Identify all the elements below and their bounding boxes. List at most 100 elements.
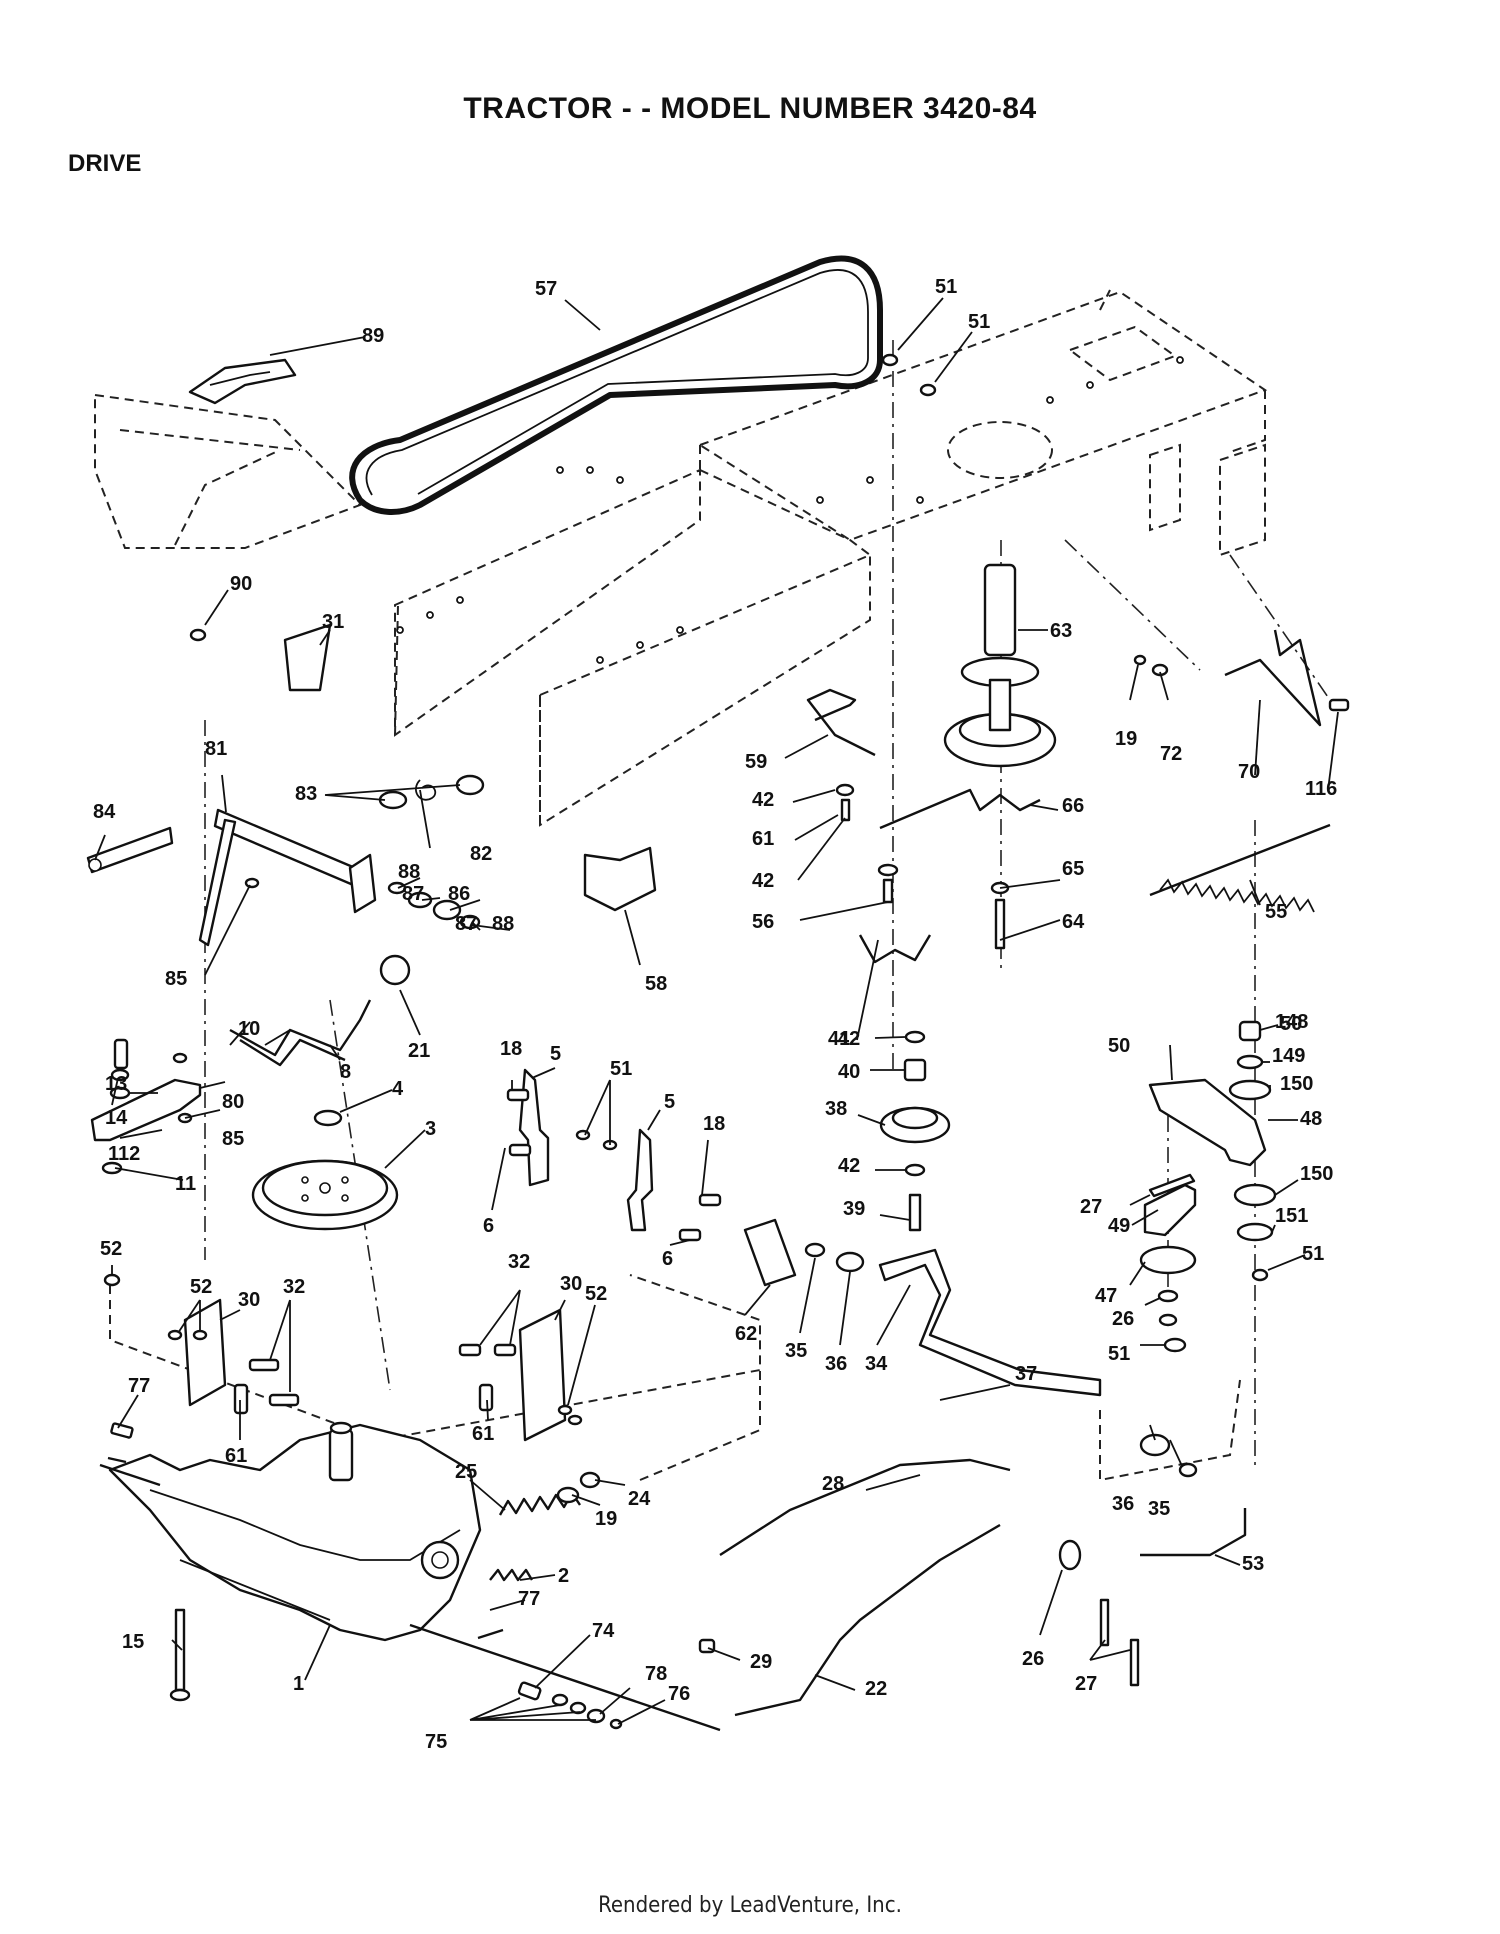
mount-plate-right [518, 1308, 567, 1442]
callout-19: 19 [595, 1508, 617, 1530]
callout-87: 87 [402, 883, 424, 905]
callout-36: 36 [825, 1353, 847, 1375]
callout-49: 49 [1108, 1215, 1130, 1237]
shift-lever [229, 954, 411, 1067]
callout-57: 57 [535, 278, 557, 300]
callout-88: 88 [492, 913, 514, 935]
transaxle [99, 1421, 721, 1732]
callout-87: 87 [455, 913, 477, 935]
callout-35: 35 [1148, 1498, 1170, 1520]
pedal-shaft-assembly [86, 808, 377, 947]
callout-55: 55 [1265, 901, 1287, 923]
callout-11: 11 [175, 1173, 196, 1195]
callout-51: 51 [1302, 1243, 1324, 1265]
cross-shaft [743, 1218, 1102, 1397]
callout-66: 66 [1062, 795, 1084, 817]
callout-10: 10 [238, 1018, 260, 1040]
callout-61: 61 [752, 828, 774, 850]
callout-42: 42 [752, 789, 774, 811]
callout-34: 34 [865, 1353, 888, 1375]
callout-26: 26 [1112, 1308, 1134, 1330]
callout-22: 22 [865, 1678, 887, 1700]
callout-80: 80 [222, 1091, 244, 1113]
callout-64: 64 [1062, 911, 1085, 933]
callout-86: 86 [448, 883, 470, 905]
callout-65: 65 [1062, 858, 1084, 880]
page-title: TRACTOR - - MODEL NUMBER 3420-84 [463, 92, 1037, 125]
callout-leader-lines [94, 297, 1339, 1725]
callout-63: 63 [1050, 620, 1072, 642]
callout-150: 150 [1300, 1163, 1333, 1185]
pedal-bracket [90, 1078, 202, 1142]
callout-5: 5 [664, 1091, 675, 1113]
callout-70: 70 [1238, 761, 1260, 783]
callout-41: 41 [828, 1028, 850, 1050]
washers-spring [378, 774, 485, 810]
callout-78: 78 [645, 1663, 667, 1685]
control-rod [734, 1523, 1001, 1717]
callout-13: 13 [105, 1073, 127, 1095]
callout-76: 76 [668, 1683, 690, 1705]
callout-85: 85 [165, 968, 187, 990]
callout-61: 61 [225, 1445, 247, 1467]
callout-30: 30 [238, 1289, 260, 1311]
callout-50: 50 [1280, 1013, 1302, 1035]
callout-42: 42 [838, 1028, 860, 1050]
callout-51: 51 [610, 1058, 632, 1080]
callout-148: 148 [1275, 1011, 1308, 1033]
callout-59: 59 [745, 751, 767, 773]
callout-50: 50 [1108, 1035, 1130, 1057]
callout-84: 84 [93, 801, 116, 823]
callout-38: 38 [825, 1098, 847, 1120]
idler-pulley-small [1139, 1183, 1197, 1327]
callout-51: 51 [935, 276, 957, 298]
mount-plate-left [183, 1298, 227, 1407]
callout-48: 48 [1300, 1108, 1322, 1130]
callout-47: 47 [1095, 1285, 1117, 1307]
callout-85: 85 [222, 1128, 244, 1150]
callout-75: 75 [425, 1731, 447, 1753]
callout-112: 112 [108, 1143, 140, 1165]
brake-rod [719, 1458, 1011, 1557]
callout-36: 36 [1112, 1493, 1134, 1515]
drive-belt [349, 255, 883, 515]
callout-52: 52 [190, 1276, 212, 1298]
callout-77: 77 [518, 1588, 540, 1610]
callout-82: 82 [470, 843, 492, 865]
callout-83: 83 [295, 783, 317, 805]
callout-32: 32 [508, 1251, 530, 1273]
callout-2: 2 [558, 1565, 569, 1587]
callout-51: 51 [968, 311, 990, 333]
callout-24: 24 [628, 1488, 651, 1510]
heat-shield-plate [188, 358, 297, 405]
transaxle-bolt [169, 1608, 191, 1702]
callout-72: 72 [1160, 743, 1182, 765]
callout-30: 30 [560, 1273, 582, 1295]
callout-15: 15 [122, 1631, 144, 1653]
callout-32: 32 [283, 1276, 305, 1298]
callout-26: 26 [1022, 1648, 1044, 1670]
belt-keeper-wire [879, 788, 1041, 830]
callout-88: 88 [398, 861, 420, 883]
idler-bracket-right [626, 1128, 654, 1232]
callout-61: 61 [472, 1423, 494, 1445]
idler-pulley-stack [858, 934, 951, 1232]
belt-guide [806, 688, 876, 757]
idler-spring-bracket [1224, 629, 1322, 727]
section-title: DRIVE [68, 150, 142, 177]
callout-150: 150 [1280, 1073, 1313, 1095]
callout-40: 40 [838, 1061, 860, 1083]
callout-42: 42 [752, 870, 774, 892]
bracket-clip [283, 623, 332, 692]
callout-58: 58 [645, 973, 667, 995]
callout-28: 28 [822, 1473, 844, 1495]
callout-5: 5 [550, 1043, 561, 1065]
callout-53: 53 [1242, 1553, 1264, 1575]
callout-149: 149 [1272, 1045, 1305, 1067]
axle-rod [1140, 1508, 1247, 1557]
callout-31: 31 [322, 611, 344, 633]
spindle-pulley-assembly [943, 563, 1057, 768]
callout-62: 62 [735, 1323, 757, 1345]
axle-hardware [517, 1681, 623, 1730]
